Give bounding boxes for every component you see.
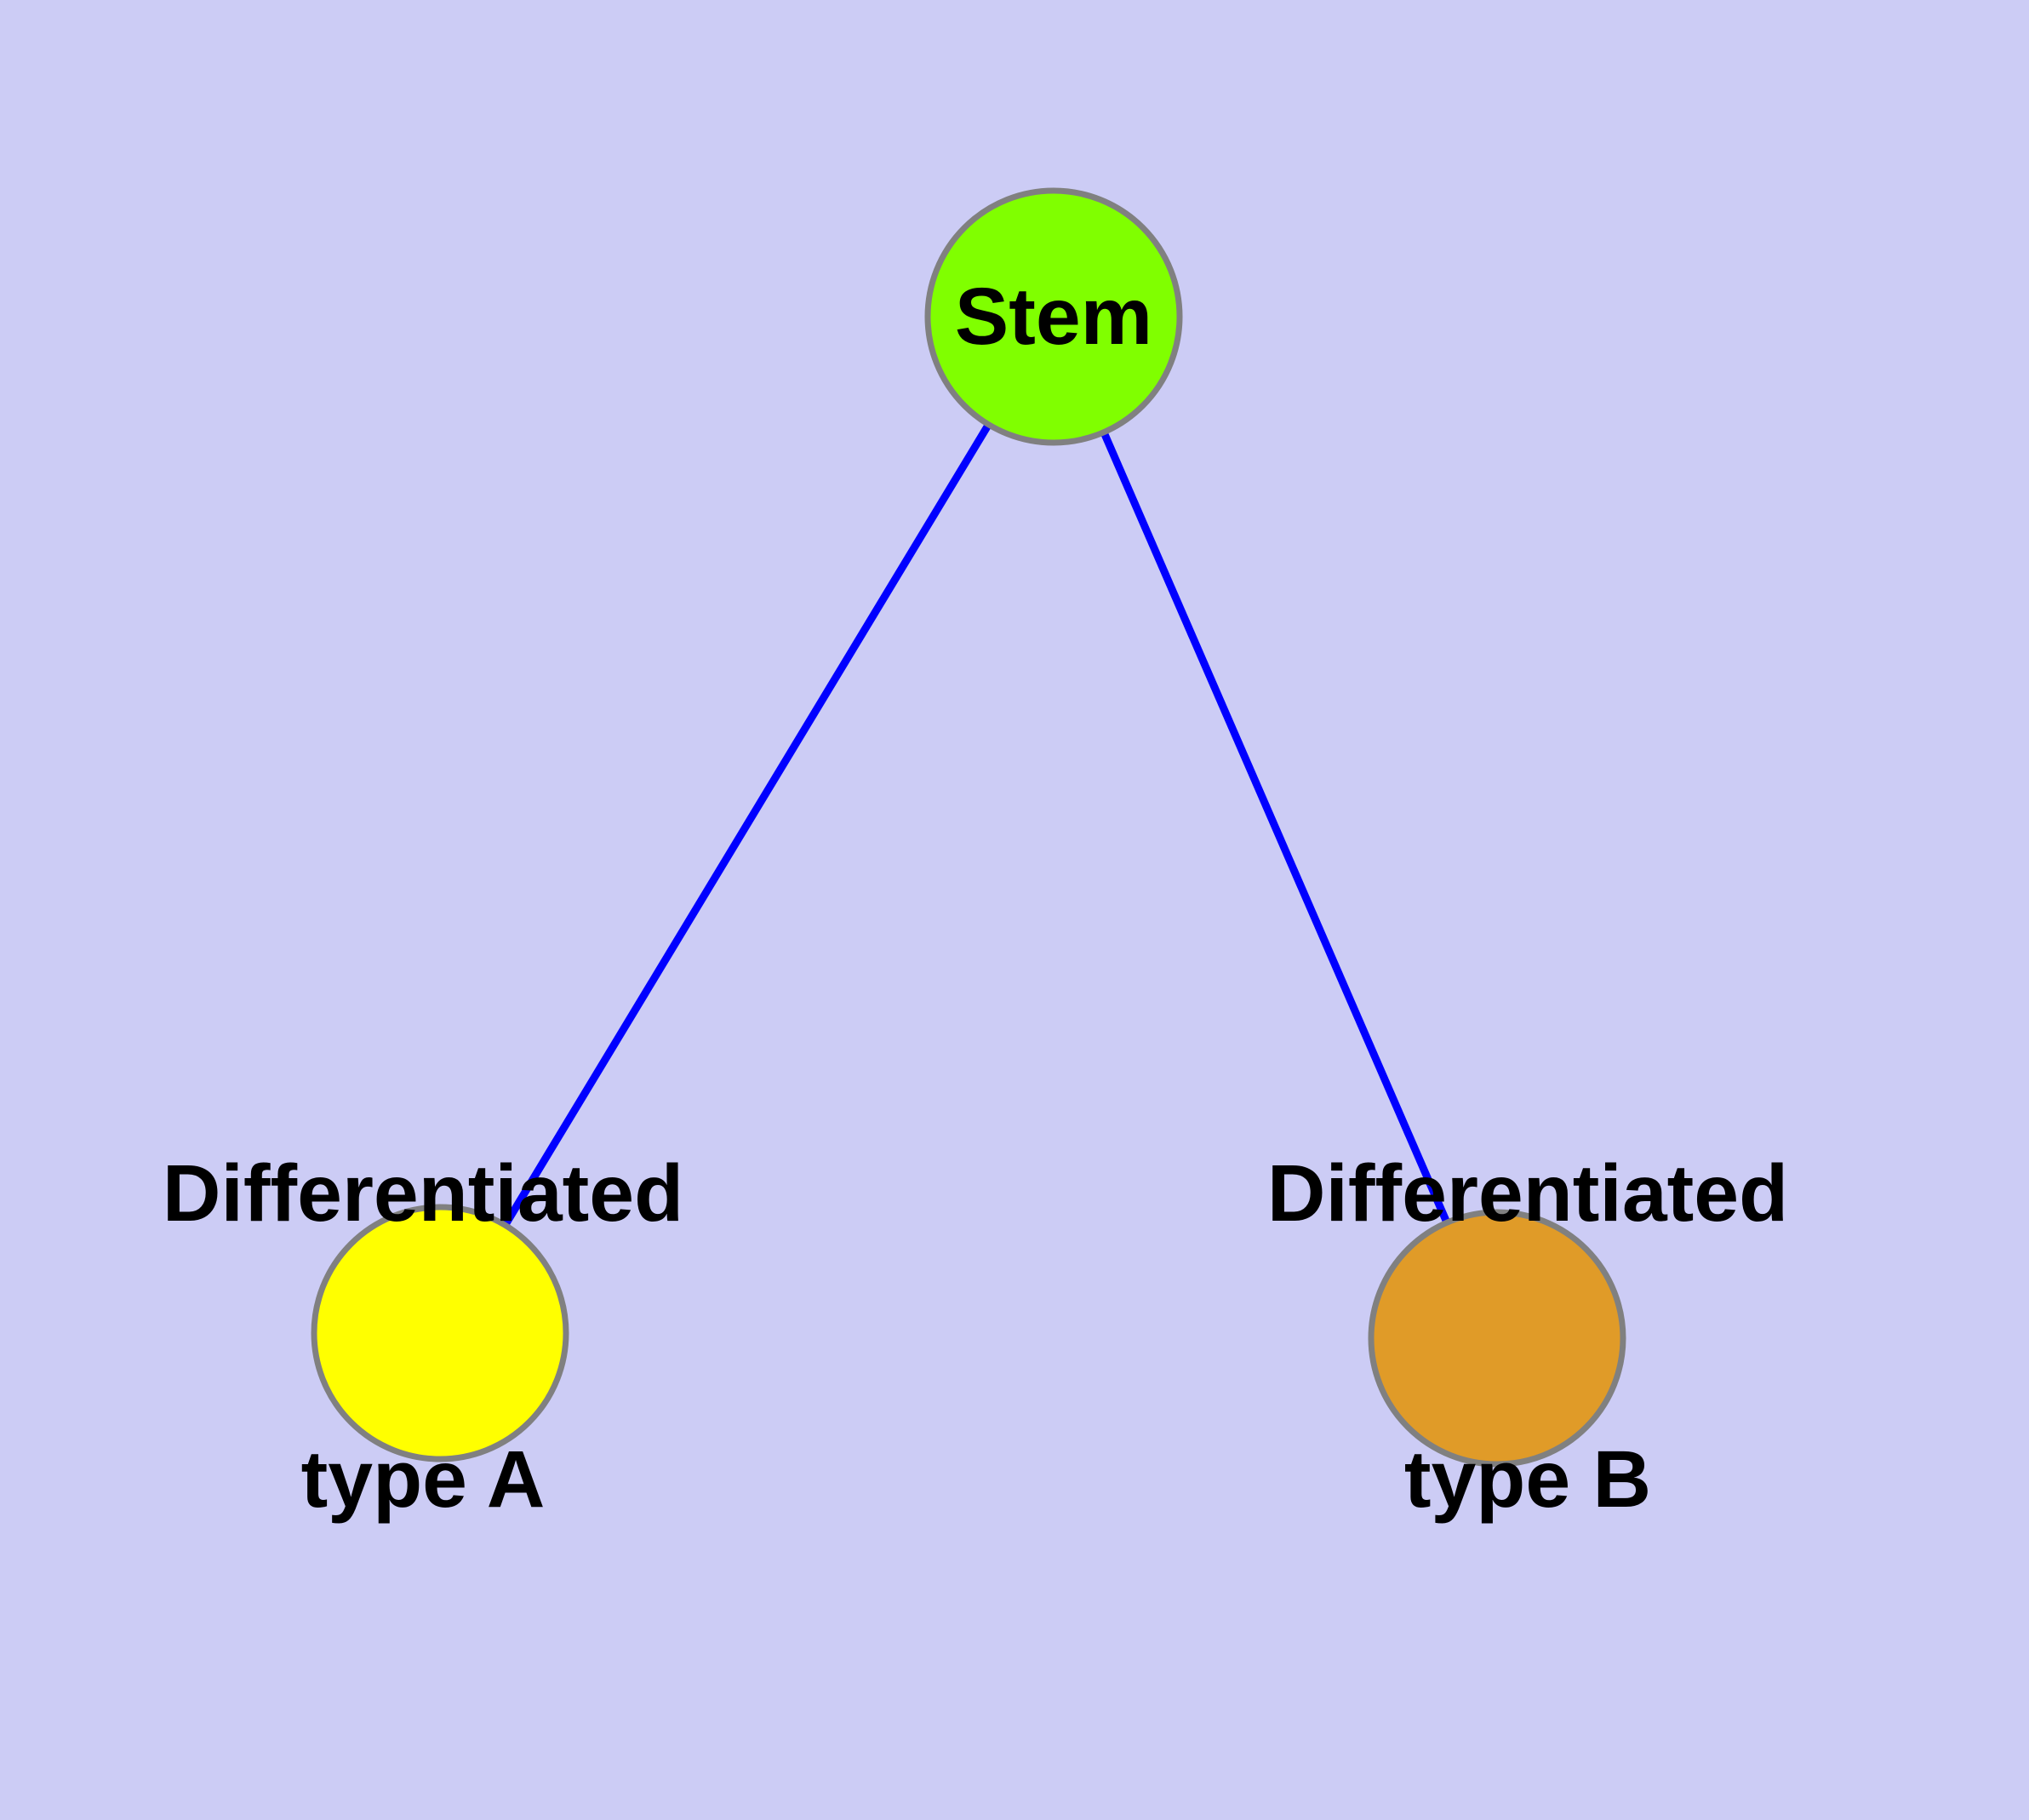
node-layer (311, 187, 1626, 1468)
edge-stem-to-differentiated-type-a[interactable] (437, 314, 1057, 1336)
node-differentiated-type-a[interactable] (311, 1204, 569, 1462)
node-differentiated-type-b[interactable] (1368, 1209, 1626, 1468)
node-stem[interactable] (924, 187, 1183, 446)
edge-stem-to-differentiated-type-b[interactable] (1049, 315, 1501, 1340)
edge-layer (437, 314, 1501, 1340)
